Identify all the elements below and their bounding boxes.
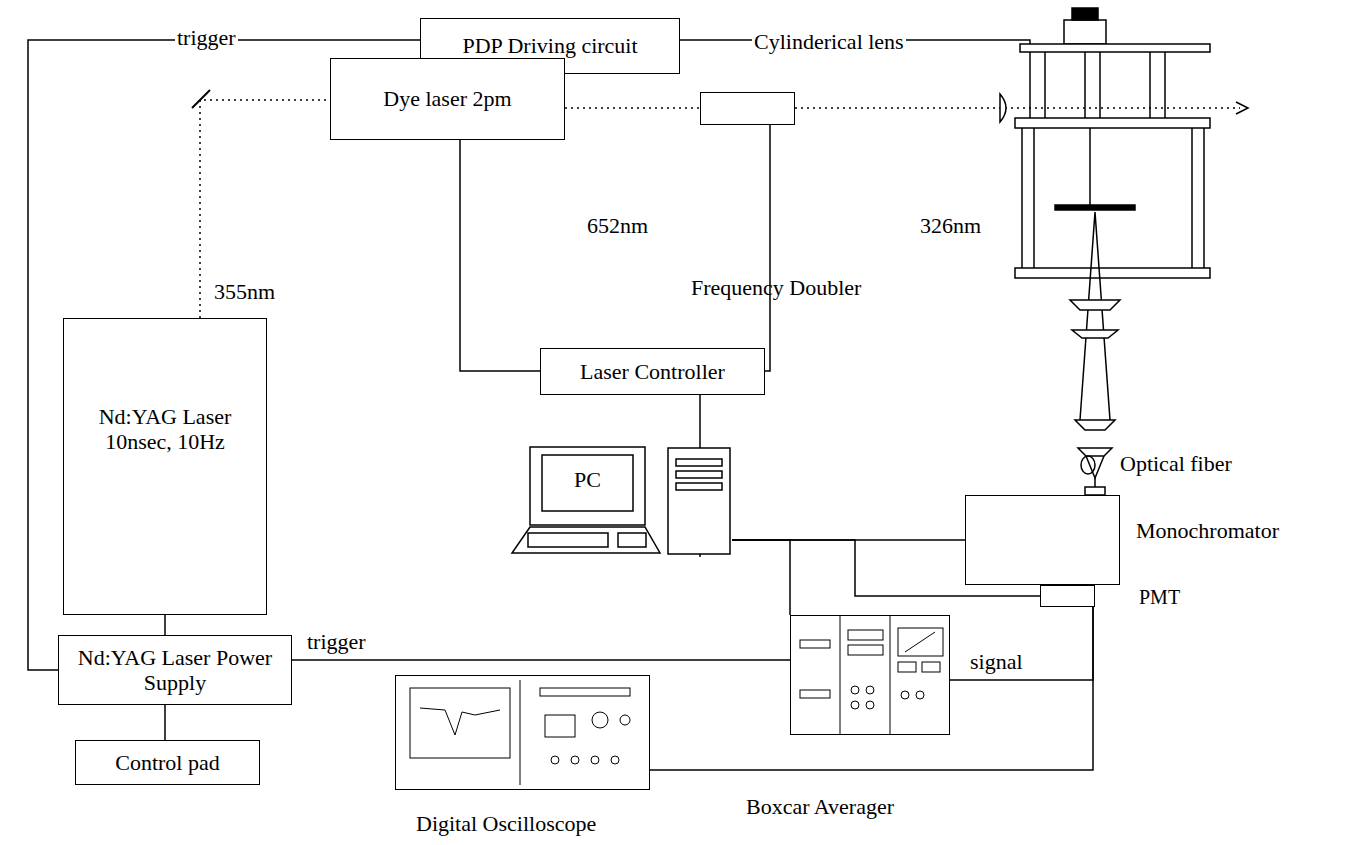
boxcar-modules	[800, 615, 943, 735]
power-supply-box: Nd:YAG Laser Power Supply	[58, 635, 292, 705]
beam-arrowhead	[1236, 102, 1248, 114]
annotation-label: Cylinderical lens	[752, 30, 906, 54]
node-label: Nd:YAG Laser Power Supply	[59, 645, 291, 696]
mirror	[192, 90, 210, 108]
edge-label: trigger	[305, 630, 368, 654]
connection-wire	[765, 125, 770, 371]
pmt-box: PMT	[1040, 585, 1095, 607]
edge-label: 355nm	[212, 280, 277, 304]
node-label: Dye laser 2pm	[383, 86, 511, 111]
control-pad-box: Control pad	[75, 740, 260, 785]
connection-wire	[950, 607, 1093, 680]
oscilloscope-panel	[410, 680, 630, 785]
boxcar-box: Boxcar Averager	[790, 615, 950, 735]
computer-drawing	[510, 445, 732, 557]
edge-label: trigger	[175, 26, 238, 50]
connection-wire	[292, 659, 790, 661]
node-label: Control pad	[115, 750, 220, 775]
controller-box: Laser Controller	[540, 348, 765, 395]
laser-beam	[200, 100, 330, 318]
connection-wire	[650, 607, 1093, 770]
collection-optics	[1070, 212, 1120, 495]
node-label: Nd:YAG Laser 10nsec, 10Hz	[64, 404, 266, 455]
node-label: PC	[542, 467, 633, 492]
node-label: Digital Oscilloscope	[416, 811, 596, 836]
node-label: Laser Controller	[580, 359, 725, 384]
laser-box: Nd:YAG Laser 10nsec, 10Hz	[63, 318, 267, 615]
fiber-coil	[1081, 456, 1095, 474]
connection-wire	[460, 140, 540, 371]
connection-wire	[164, 705, 166, 740]
laser-box: Dye laser 2pm	[330, 58, 565, 140]
cylindrical-lens	[1000, 94, 1006, 122]
connection-wire	[164, 615, 166, 635]
connection-wire	[732, 540, 790, 615]
annotation-label: 326nm	[918, 214, 983, 238]
node-label: Frequency Doubler	[691, 275, 861, 300]
laser-beam	[565, 107, 700, 109]
doubler-box: Frequency Doubler	[700, 92, 795, 125]
edge-label: 652nm	[585, 214, 650, 238]
oscilloscope-box: Digital Oscilloscope	[395, 675, 650, 790]
monochromator-box: Monochromator	[965, 495, 1120, 585]
pc-illustration: PC	[510, 445, 732, 557]
node-label: PMT	[1139, 586, 1180, 609]
edge-label: signal	[968, 650, 1025, 674]
uv-beam	[795, 107, 1240, 109]
discharge-chamber	[1015, 8, 1210, 278]
node-label: Boxcar Averager	[746, 794, 894, 819]
node-label: Monochromator	[1136, 518, 1279, 543]
node-label: PDP Driving circuit	[462, 33, 637, 58]
annotation-label: Optical fiber	[1118, 452, 1234, 476]
